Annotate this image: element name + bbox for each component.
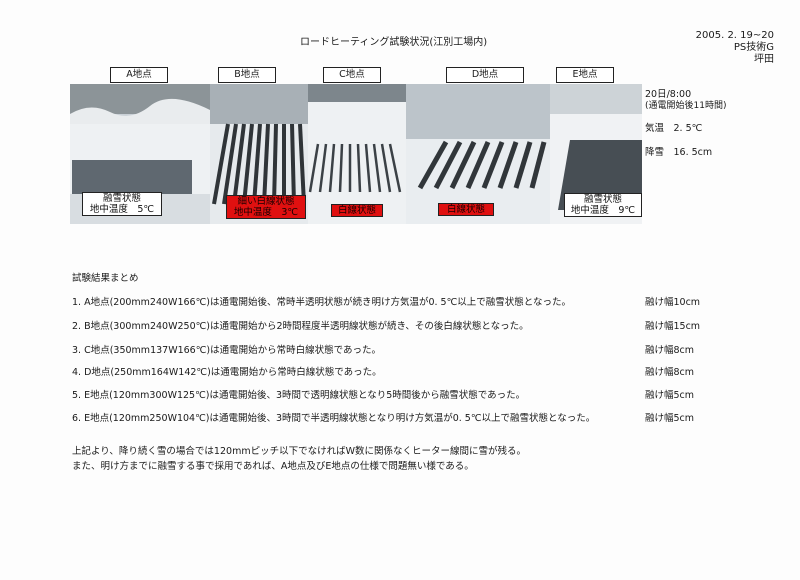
result-5: 5. E地点(120mm300W125℃)は通電開始後、3時間で透明線状態となり… <box>72 390 526 401</box>
document-meta: 2005. 2. 19~20 PS技術G 坪田 <box>696 30 774 66</box>
conclusion-line-1: 上記より、降り続く雪の場合では120mmピッチ以下でなければW数に関係なくヒータ… <box>72 446 526 457</box>
result-6: 6. E地点(120mm250W104℃)は通電開始後、3時間で半透明線状態とな… <box>72 413 596 424</box>
result-3-width: 融け幅8cm <box>645 345 695 356</box>
photo-label-d: 白線状態 <box>438 203 494 216</box>
location-label-b: B地点 <box>218 67 276 83</box>
result-1-width: 融け幅10cm <box>645 297 701 308</box>
photo-d <box>406 84 550 224</box>
photo-c <box>308 84 406 224</box>
result-1: 1. A地点(200mm240W166℃)は通電開始後、常時半透明状態が続き明け… <box>72 297 571 308</box>
result-5-width: 融け幅5cm <box>645 390 695 401</box>
condition-snow: 降雪 16. 5cm <box>645 147 713 158</box>
document-author: 坪田 <box>754 54 774 65</box>
photo-label-e: 融雪状態 地中温度 9℃ <box>564 193 642 217</box>
photo-label-c: 白線状態 <box>331 204 383 217</box>
document-title: ロードヒーティング試験状況(江別工場内) <box>300 37 488 48</box>
result-3: 3. C地点(350mm137W166℃)は通電開始から常時白線状態であった。 <box>72 345 382 356</box>
photo-label-a: 融雪状態 地中温度 5℃ <box>82 192 162 216</box>
photo-strip <box>70 84 642 224</box>
result-2: 2. B地点(300mm240W250℃)は通電開始から2時間程度半透明線状態が… <box>72 321 529 332</box>
document-date: 2005. 2. 19~20 <box>695 30 774 41</box>
result-6-width: 融け幅5cm <box>645 413 695 424</box>
document-dept: PS技術G <box>733 42 774 53</box>
summary-title: 試験結果まとめ <box>72 273 139 284</box>
result-4: 4. D地点(250mm164W142℃)は通電開始から常時白線状態であった。 <box>72 367 382 378</box>
conclusion-line-2: また、明け方までに融雪する事で採用であれば、A地点及びE地点の仕様で問題無い様で… <box>72 461 474 472</box>
result-4-width: 融け幅8cm <box>645 367 695 378</box>
location-label-c: C地点 <box>323 67 381 83</box>
condition-elapsed: (通電開始後11時間) <box>645 101 727 111</box>
location-label-d: D地点 <box>446 67 524 83</box>
result-2-width: 融け幅15cm <box>645 321 701 332</box>
location-label-e: E地点 <box>556 67 614 83</box>
condition-time: 20日/8:00 <box>645 89 692 100</box>
photo-a <box>70 84 210 224</box>
photo-label-b: 細い白線状態 地中温度 3℃ <box>226 195 306 219</box>
condition-temp: 気温 2. 5℃ <box>645 123 703 134</box>
location-label-a: A地点 <box>110 67 168 83</box>
